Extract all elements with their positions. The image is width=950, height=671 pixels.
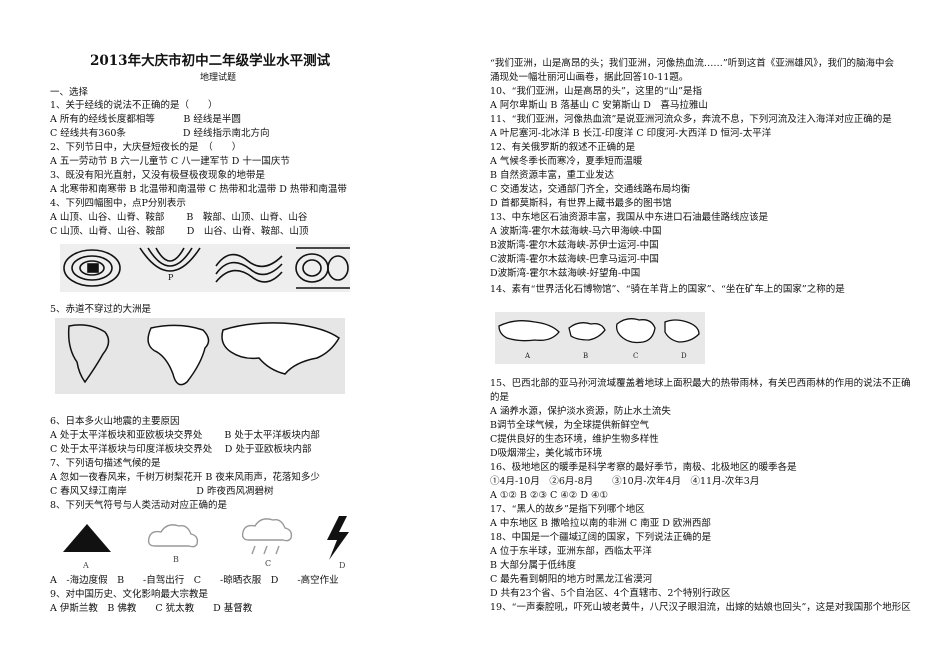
question-6: 6、日本多火山地震的主要原因: [50, 416, 180, 427]
question-19: 19、“一声秦腔吼，吓死山坡老黄牛，八尺汉子眼泪流，出嫁的姑娘也回头”，这是对我…: [490, 602, 911, 613]
question-6-options-cd: C 处于太平洋板块与印度洋板块交界处 D 处于亚欧板块内部: [50, 444, 312, 455]
weather-symbol-a-icon: [63, 524, 111, 552]
question-18-option-d: D 共有23个省、5个自治区、4个直辖市、2个特别行政区: [490, 588, 731, 599]
question-12-option-a: A 气候冬季长而寒冷，夏季短而温暖: [490, 156, 643, 167]
question-6-options-ab: A 处于太平洋板块和亚欧板块交界处 B 处于太平洋板块内部: [50, 430, 320, 441]
question-12-option-d: D 首都莫斯科，有世界上藏书最多的图书馆: [490, 198, 672, 209]
question-17-options: A 中东地区 B 撒哈拉以南的非洲 C 南亚 D 欧洲西部: [490, 518, 711, 529]
question-5: 5、赤道不穿过的大洲是: [50, 304, 152, 315]
south-america-shape: [67, 324, 110, 384]
question-12-option-b: B 自然资源丰富，重工业发达: [490, 170, 615, 181]
question-15-option-c: C提供良好的生态环境，维护生物多样性: [490, 434, 659, 445]
question-2: 2、下列节日中，大庆昼短夜长的是 （ ）: [50, 142, 242, 153]
country-label-d: D: [681, 352, 687, 360]
question-2-options: A 五一劳动节 B 六一儿童节 C 八一建军节 D 十一国庆节: [50, 156, 290, 167]
question-13-option-a: A 波斯湾-霍尔木兹海峡-马六甲海峡-中国: [490, 226, 662, 237]
question-17: 17、“黑人的故乡”是指下列哪个地区: [490, 504, 645, 515]
continents-figure: [55, 318, 345, 394]
weather-label-a: A: [82, 561, 89, 570]
question-10-options: A 阿尔卑斯山 B 落基山 C 安第斯山 D 喜马拉雅山: [490, 100, 708, 111]
country-map-d: [664, 319, 700, 343]
africa-shape: [147, 324, 210, 386]
page-subtitle: 地理试题: [200, 73, 237, 83]
contour-c: [215, 253, 283, 283]
contour-figure: P: [60, 244, 350, 292]
question-18-option-a: A 位于东半球，亚洲东部，西临太平洋: [490, 546, 652, 557]
weather-label-c: C: [265, 559, 271, 568]
contour-a: [63, 249, 121, 287]
question-18: 18、中国是一个疆域辽阔的国家，下列说法正确的是: [490, 532, 712, 543]
question-15-continued: 的是: [490, 392, 510, 403]
question-15-option-a: A 涵养水源，保护淡水资源，防止水土流失: [490, 406, 671, 417]
weather-symbols-figure: A B C D: [63, 516, 349, 570]
question-13: 13、中东地区石油资源丰富，我国从中东进口石油最佳路线应该是: [490, 212, 769, 223]
question-18-option-b: B 大部分属于低纬度: [490, 560, 577, 571]
country-map-b: [568, 322, 606, 341]
question-9-options: A 伊斯兰教 B 佛教 C 犹太教 D 基督教: [50, 603, 253, 614]
question-15-option-d: D吸烟滞尘，美化城市环境: [490, 448, 603, 459]
country-label-b: B: [583, 352, 588, 360]
contour-figure-background: [60, 244, 350, 292]
question-4: 4、下列四幅图中，点P分别表示: [50, 198, 186, 209]
question-9: 9、对中国历史、文化影响最大宗教是: [50, 589, 209, 600]
country-map-c: [615, 318, 656, 344]
question-12: 12、有关俄罗斯的叙述不正确的是: [490, 142, 636, 153]
rain-cloud-icon: [241, 518, 293, 555]
question-13-option-c: C波斯湾-霍尔木兹海峡-巴拿马运河-中国: [490, 254, 659, 265]
question-12-option-c: C 交通发达，交通部门齐全，交通线路布局均衡: [490, 184, 691, 195]
point-p-label: P: [168, 273, 174, 282]
question-13-option-b: B波斯湾-霍尔木兹海峡-苏伊士运河-中国: [490, 240, 659, 251]
question-8-options: A -海边度假 B -自驾出行 C -晾晒衣服 D -高空作业: [50, 575, 339, 586]
question-10: 10、“我们亚洲，山是高昂的头”，这里的“山”是指: [490, 86, 703, 97]
question-4-options-ab: A 山顶、山谷、山脊、鞍部 B 鞍部、山顶、山脊、山谷: [50, 212, 308, 223]
question-3-options: A 北寒带和南寒带 B 北温带和南温带 C 热带和北温带 D 热带和南温带: [50, 184, 347, 195]
asia-shape: [221, 322, 340, 375]
question-4-options-cd: C 山顶、山脊、山谷、鞍部 D 山谷、山脊、鞍部、山顶: [50, 226, 309, 237]
countries-figure: A B C D: [495, 312, 705, 364]
contour-b: P: [139, 247, 201, 282]
country-label-c: C: [633, 352, 638, 360]
contour-d: [295, 247, 350, 289]
question-15-option-b: B调节全球气候，为全球提供新鲜空气: [490, 420, 649, 431]
cloud-icon: [147, 524, 199, 548]
section-heading: 一、选择: [50, 87, 89, 98]
question-11-options: A 叶尼塞河-北冰洋 B 长江-印度洋 C 印度河-大西洋 D 恒河-太平洋: [490, 128, 772, 139]
intro-line-2: 涌现处一幅壮丽河山画卷，据此回答10-11题。: [490, 72, 689, 83]
weather-label-d: D: [339, 561, 345, 570]
question-11: 11、“我们亚洲，河像热血流”是说亚洲河流众多，奔流不息，下列河流及注入海洋对应…: [490, 114, 892, 125]
intro-line-1: “我们亚洲，山是高昂的头；我们亚洲，河像热血流……”听到这首《亚洲雄风》，我们的…: [490, 58, 894, 69]
question-18-option-c: C 最先看到朝阳的地方时黑龙江省漠河: [490, 574, 653, 585]
question-16-items: ①4月-10月 ②6月-8月 ③10月-次年4月 ④11月-次年3月: [490, 476, 760, 487]
page-title: 2013年大庆市初中二年级学业水平测试: [90, 53, 331, 69]
question-7-options-ab: A 忽如一夜春风来，千树万树梨花开 B 夜来风雨声，花落知多少: [50, 472, 320, 483]
country-label-a: A: [524, 352, 531, 360]
question-1: 1、关于经线的说法不正确的是（ ）: [50, 100, 218, 111]
question-1-options-ab: A 所有的经线长度都相等 B 经线是半圆: [50, 114, 241, 125]
question-16-options: A ①② B ②③ C ④② D ④①: [490, 490, 608, 501]
weather-label-b: B: [173, 555, 179, 564]
question-1-options-cd: C 经线共有360条 D 经线指示南北方向: [50, 128, 270, 139]
question-7-options-cd: C 春风又绿江南岸 D 昨夜西风凋碧树: [50, 486, 274, 497]
question-13-option-d: D波斯湾-霍尔木兹海峡-好望角-中国: [490, 268, 641, 279]
question-8: 8、下列天气符号与人类活动对应正确的是: [50, 500, 228, 511]
question-16: 16、极地地区的暖季是科学考察的最好季节，南极、北极地区的暖季各是: [490, 462, 797, 473]
country-map-a: [498, 320, 560, 342]
question-7: 7、下列语句描述气候的是: [50, 458, 161, 469]
question-3: 3、既没有阳光直射，又没有极昼极夜现象的地带是: [50, 170, 266, 181]
question-14: 14、素有“世界活化石博物馆”、“骑在羊背上的国家”、“坐在矿车上的国家”之称的…: [490, 284, 845, 295]
lightning-icon: [327, 516, 349, 560]
question-15: 15、巴西北部的亚马孙河流域覆盖着地球上面积最大的热带雨林，有关巴西雨林的作用的…: [490, 378, 911, 389]
